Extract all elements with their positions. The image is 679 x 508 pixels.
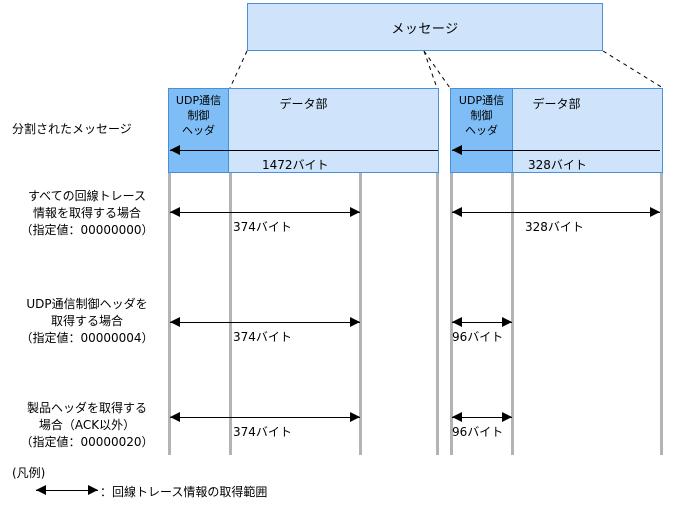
- caption-row-udp-right: 96バイト: [452, 330, 504, 344]
- guide-line-seg1-start: [168, 173, 171, 455]
- guide-line-seg1-trace-end: [359, 173, 362, 455]
- caption-row-product-right: 96バイト: [452, 425, 504, 439]
- segment-2-header-box: UDP通信 制御 ヘッダ: [450, 88, 513, 173]
- arrow-row-all-right: [452, 207, 660, 218]
- arrowhead-right: [88, 485, 98, 495]
- arrow-row-product-left: [170, 412, 360, 423]
- segment-2-header-label: UDP通信 制御 ヘッダ: [458, 94, 505, 137]
- caption-row-all-right: 328バイト: [525, 220, 584, 234]
- caption-segment-2-size: 328バイト: [528, 158, 587, 172]
- label-case-udp-header: UDP通信制御ヘッダを 取得する場合 （指定値：00000004）: [20, 297, 154, 345]
- message-box: メッセージ: [247, 3, 603, 51]
- arrowhead-right: [350, 412, 360, 422]
- arrow-segment-1-size: [170, 145, 438, 156]
- caption-row-all-left: 374バイト: [233, 220, 292, 234]
- arrow-shaft: [452, 417, 512, 418]
- segment-1-header-label: UDP通信 制御 ヘッダ: [175, 94, 222, 137]
- guide-line-seg2-start: [450, 173, 453, 455]
- arrow-row-product-right: [452, 412, 512, 423]
- arrow-row-all-left: [170, 207, 360, 218]
- arrow-shaft: [170, 417, 360, 418]
- label-case-all-trace: すべての回線トレース 情報を取得する場合 （指定値：00000000）: [20, 189, 154, 237]
- segment-2-data-label: データ部: [532, 97, 581, 111]
- arrow-segment-2-size: [452, 145, 660, 156]
- arrowhead-right: [502, 317, 512, 327]
- arrow-shaft: [452, 322, 512, 323]
- arrow-row-udp-right: [452, 317, 512, 328]
- legend-arrow-icon: [36, 485, 98, 496]
- arrow-shaft: [170, 212, 360, 213]
- arrow-shaft: [170, 322, 360, 323]
- guide-line-seg1-header-end: [229, 173, 232, 455]
- segment-1-header-box: UDP通信 制御 ヘッダ: [168, 88, 229, 173]
- legend-description: ：回線トレース情報の取得範囲: [100, 485, 268, 499]
- segment-1-data-label: データ部: [279, 97, 328, 111]
- message-box-label: メッセージ: [391, 21, 459, 37]
- arrowhead-right: [350, 207, 360, 217]
- arrow-row-udp-left: [170, 317, 360, 328]
- caption-row-udp-left: 374バイト: [233, 330, 292, 344]
- legend-title: (凡例): [12, 466, 46, 480]
- guide-line-seg1-end: [436, 173, 439, 455]
- label-split-message: 分割されたメッセージ: [12, 122, 132, 136]
- arrow-shaft: [452, 150, 660, 151]
- caption-row-product-left: 374バイト: [233, 425, 292, 439]
- arrow-shaft: [452, 212, 660, 213]
- arrowhead-right: [350, 317, 360, 327]
- guide-line-seg2-end: [660, 173, 663, 455]
- caption-segment-1-size: 1472バイト: [262, 158, 329, 172]
- arrow-shaft: [36, 490, 98, 491]
- arrowhead-right: [650, 207, 660, 217]
- guide-line-seg2-header-end: [511, 173, 514, 455]
- arrow-shaft: [170, 150, 438, 151]
- label-case-product-header: 製品ヘッダを取得する 場合（ACK以外） （指定値：00000020）: [20, 401, 154, 449]
- arrowhead-right: [502, 412, 512, 422]
